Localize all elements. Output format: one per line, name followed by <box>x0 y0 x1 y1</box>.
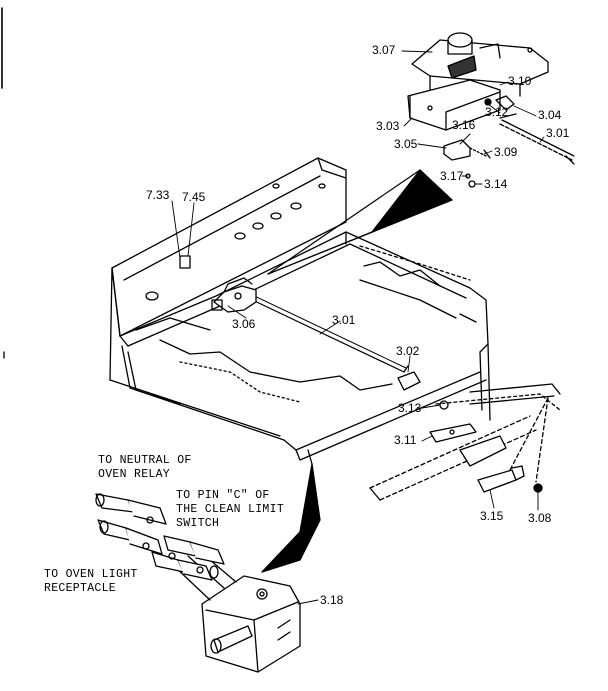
part-label-3-15: 3.15 <box>480 509 504 523</box>
part-label-7-45: 7.45 <box>182 190 206 204</box>
door-latch-hardware <box>429 397 549 493</box>
note-pin-line-1: TO PIN "C" OF <box>176 489 270 502</box>
part-label-3-12: 3.12 <box>485 105 509 119</box>
part-label-3-05: 3.05 <box>394 137 418 151</box>
note-oven-light-receptacle: TO OVEN LIGHT RECEPTACLE <box>44 568 138 596</box>
part-label-7-33: 7.33 <box>146 188 170 202</box>
part-label-3-03: 3.03 <box>376 119 400 133</box>
part-label-3-11: 3.11 <box>394 433 417 447</box>
leader-lines <box>171 50 545 605</box>
part-label-3-01-mid: 3.01 <box>332 313 356 327</box>
part-label-3-13: 3.13 <box>398 401 422 415</box>
note-light-line-2: RECEPTACLE <box>44 582 117 595</box>
part-label-3-09: 3.09 <box>494 145 518 159</box>
note-neutral-oven-relay: TO NEUTRAL OF OVEN RELAY <box>98 454 192 482</box>
part-label-3-01-top: 3.01 <box>546 126 570 140</box>
part-label-3-08: 3.08 <box>528 511 552 525</box>
latch-assembly-3-06 <box>211 277 257 313</box>
part-label-3-16: 3.16 <box>452 118 476 132</box>
switch-assembly <box>407 32 575 188</box>
range-body <box>109 157 491 461</box>
wire-harness-3-18 <box>95 493 301 673</box>
note-light-line-1: TO OVEN LIGHT <box>44 568 138 581</box>
part-label-3-10: 3.10 <box>508 74 532 88</box>
part-label-3-17: 3.17 <box>440 169 464 183</box>
note-pin-c-clean-limit: TO PIN "C" OF THE CLEAN LIMIT SWITCH <box>176 489 284 531</box>
callout-wedge-bottom <box>261 463 321 573</box>
note-neutral-line-2: OVEN RELAY <box>98 468 171 481</box>
note-pin-line-2: THE CLEAN LIMIT <box>176 503 285 516</box>
part-label-3-06: 3.06 <box>232 317 256 331</box>
part-label-3-02: 3.02 <box>396 344 420 358</box>
note-neutral-line-1: TO NEUTRAL OF <box>98 454 192 467</box>
latch-rod <box>243 291 407 373</box>
part-label-3-18: 3.18 <box>320 593 344 607</box>
part-label-3-04: 3.04 <box>538 108 562 122</box>
note-pin-line-3: SWITCH <box>176 517 220 530</box>
part-label-3-14: 3.14 <box>484 177 508 191</box>
part-label-3-07: 3.07 <box>372 43 396 57</box>
callout-wedge-edge <box>267 169 421 275</box>
latch-bracket-3-02 <box>397 365 421 391</box>
door-rails <box>369 383 561 501</box>
